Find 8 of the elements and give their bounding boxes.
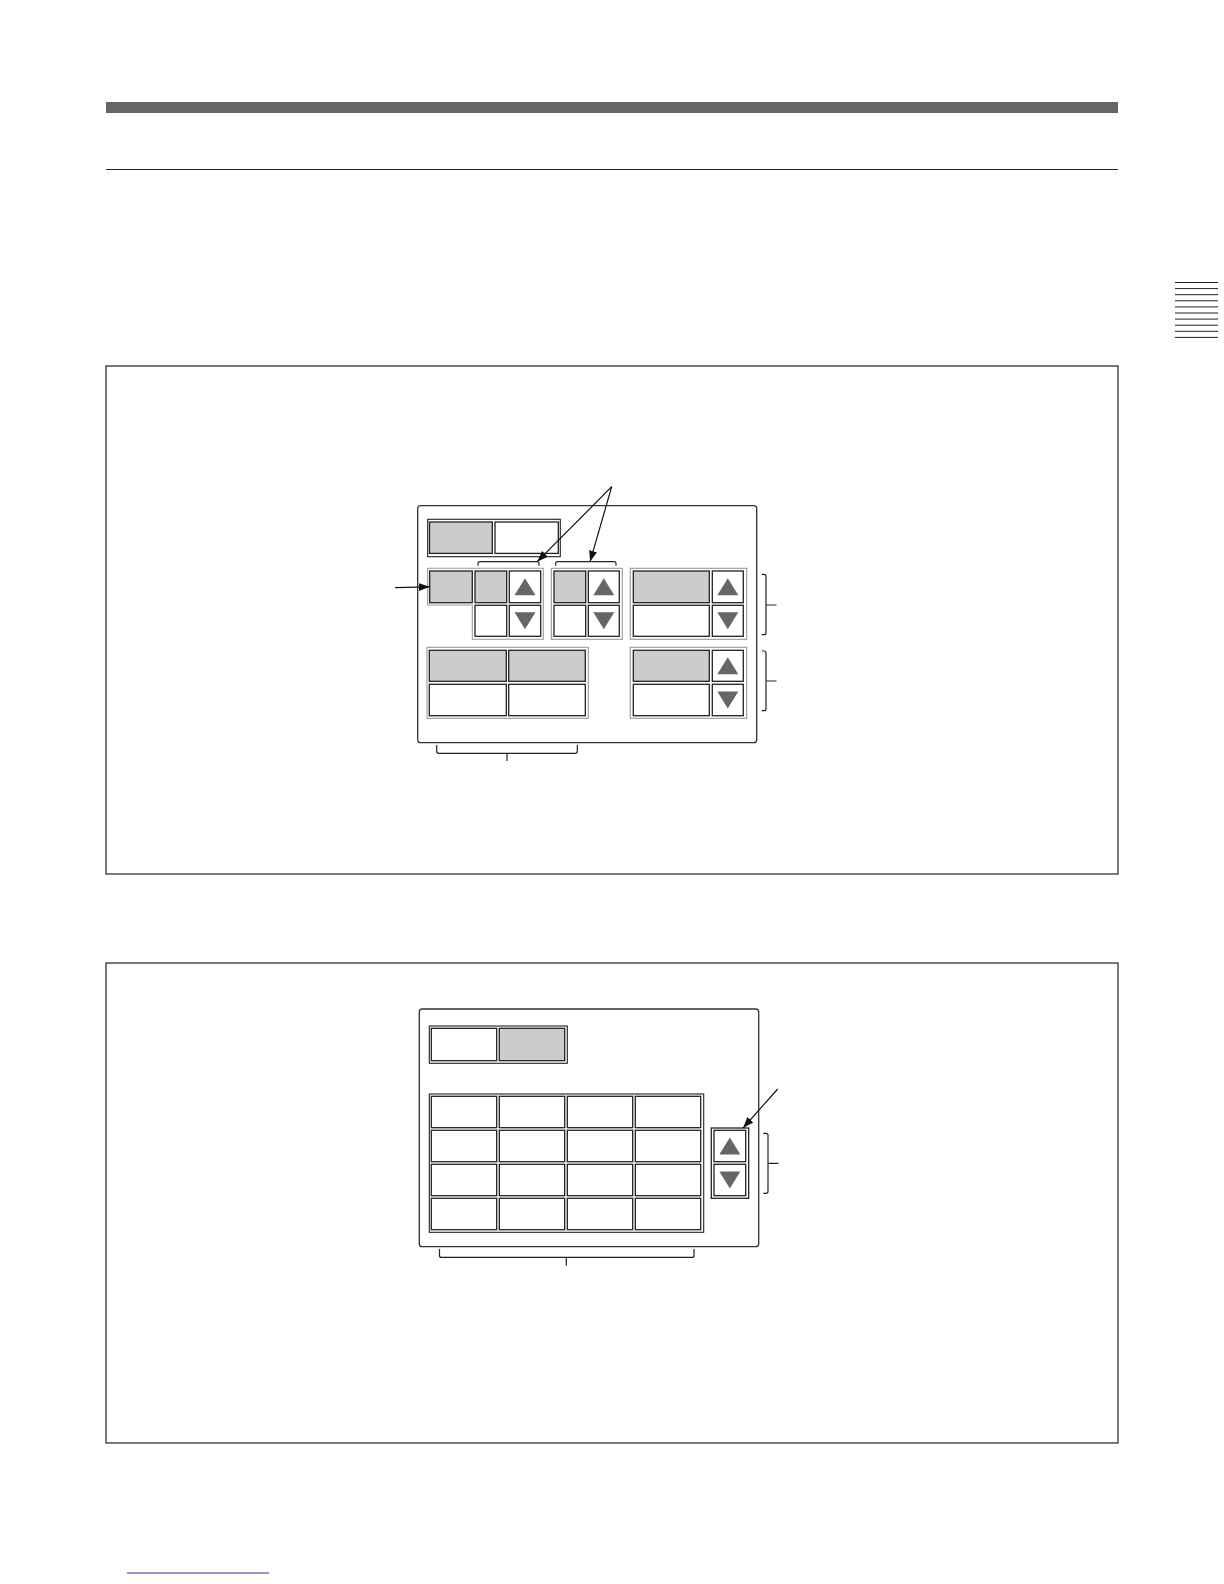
bracket <box>555 561 617 567</box>
leader-arrow <box>589 486 613 563</box>
leader-arrow <box>742 1088 779 1129</box>
scroll-button-group <box>710 1127 750 1199</box>
leader-arrow <box>394 583 431 592</box>
leader-arrow <box>536 486 613 563</box>
highlighted-cell <box>429 570 473 604</box>
bracket <box>477 561 540 567</box>
